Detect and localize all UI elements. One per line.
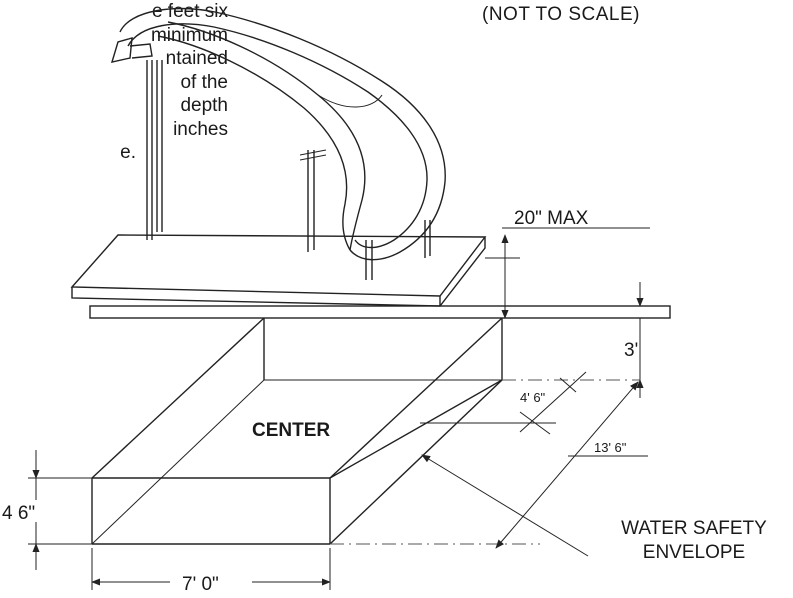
dimension-13ft6-length: 13' 6" (495, 381, 648, 549)
not-to-scale-note: (NOT TO SCALE) (482, 4, 640, 25)
envelope-hidden-edge (91, 379, 265, 545)
width-4ft6-label: 4' 6" (520, 390, 546, 405)
envelope-label-line-2: ENVELOPE (643, 542, 745, 563)
slide-channel-edge (167, 21, 366, 251)
depth-3ft-label: 3' (624, 340, 638, 361)
water-safety-envelope-callout: WATER SAFETY ENVELOPE (421, 454, 767, 563)
max-height-label: 20" MAX (514, 208, 589, 229)
envelope-edge (329, 379, 503, 479)
dimension-7ft-width: 7' 0" (91, 548, 331, 595)
envelope-label-line-1: WATER SAFETY (621, 518, 767, 539)
slide-inner-edge (127, 23, 428, 249)
callout-leader (421, 454, 589, 557)
dimension-4ft6-depth: 4 6" (2, 450, 92, 570)
slide-brace (299, 149, 327, 161)
width-7ft-label: 7' 0" (182, 574, 219, 595)
slide-rim (317, 94, 383, 108)
pool-coping (89, 305, 671, 319)
intro-line-1: e feet six (151, 1, 228, 22)
envelope-edge (91, 317, 265, 479)
length-13ft6-label: 13' 6" (594, 440, 627, 455)
water-safety-envelope-box (91, 317, 503, 545)
intro-line-7: e. (120, 142, 136, 163)
intro-paragraph: e feet six minimum ntained of the depth … (0, 0, 228, 165)
envelope-edge (329, 317, 503, 479)
slide-outer-edge (119, 7, 446, 261)
envelope-edge (329, 379, 503, 545)
center-label: CENTER (252, 420, 330, 441)
intro-line-4: of the (180, 71, 228, 93)
pool-slide-illustration (110, 7, 446, 280)
intro-line-5: depth (180, 95, 228, 116)
slide-handrail (129, 43, 153, 59)
intro-line-2: minimum (150, 24, 228, 46)
slide-handrail (110, 37, 133, 63)
depth-4ft6-label: 4 6" (2, 503, 35, 524)
slide-channel-edge (157, 35, 351, 251)
deck-top (70, 234, 487, 297)
intro-line-6: inches (173, 118, 228, 140)
dimension-3ft: 3' (624, 282, 644, 398)
dimension-line (495, 381, 639, 549)
pool-deck (70, 234, 487, 307)
dimension-20in-max: 20" MAX (485, 208, 650, 319)
